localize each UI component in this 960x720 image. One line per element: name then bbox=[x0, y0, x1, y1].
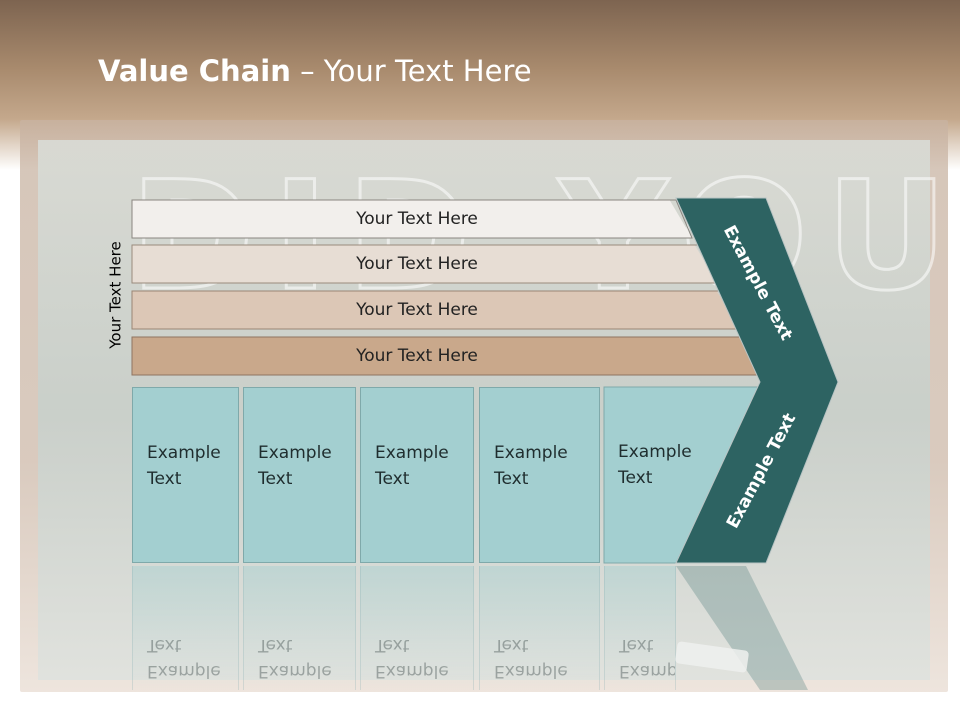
title-rest: – Your Text Here bbox=[290, 54, 532, 88]
side-label: Your Text Here bbox=[104, 240, 128, 350]
column-1-line2: Text bbox=[147, 469, 182, 489]
column-2-line2: Text bbox=[258, 469, 293, 489]
column-4: Example Text bbox=[479, 387, 600, 563]
band-1: Your Text Here bbox=[132, 200, 692, 238]
column-5-text: Example Text bbox=[618, 439, 692, 491]
column-5-line2: Text bbox=[618, 468, 653, 488]
column-2: Example Text bbox=[243, 387, 356, 563]
column-3-line1: Example bbox=[375, 443, 449, 463]
slide-title: Value Chain – Your Text Here bbox=[98, 54, 532, 94]
column-1-line1: Example bbox=[147, 443, 221, 463]
side-label-text: Your Text Here bbox=[107, 241, 125, 349]
band-1-label: Your Text Here bbox=[356, 209, 478, 229]
band-4: Your Text Here bbox=[132, 337, 764, 375]
title-bold: Value Chain bbox=[98, 54, 291, 88]
column-4-line1: Example bbox=[494, 443, 568, 463]
column-1: Example Text bbox=[132, 387, 239, 563]
band-3-label: Your Text Here bbox=[356, 300, 478, 320]
band-2: Your Text Here bbox=[132, 245, 718, 283]
column-5: Example Text bbox=[604, 387, 704, 563]
column-5-line1: Example bbox=[618, 442, 692, 462]
band-4-label: Your Text Here bbox=[356, 346, 478, 366]
column-3-line2: Text bbox=[375, 469, 410, 489]
column-2-line1: Example bbox=[258, 443, 332, 463]
band-3: Your Text Here bbox=[132, 291, 741, 329]
column-4-line2: Text bbox=[494, 469, 529, 489]
column-3: Example Text bbox=[360, 387, 474, 563]
band-2-label: Your Text Here bbox=[356, 254, 478, 274]
